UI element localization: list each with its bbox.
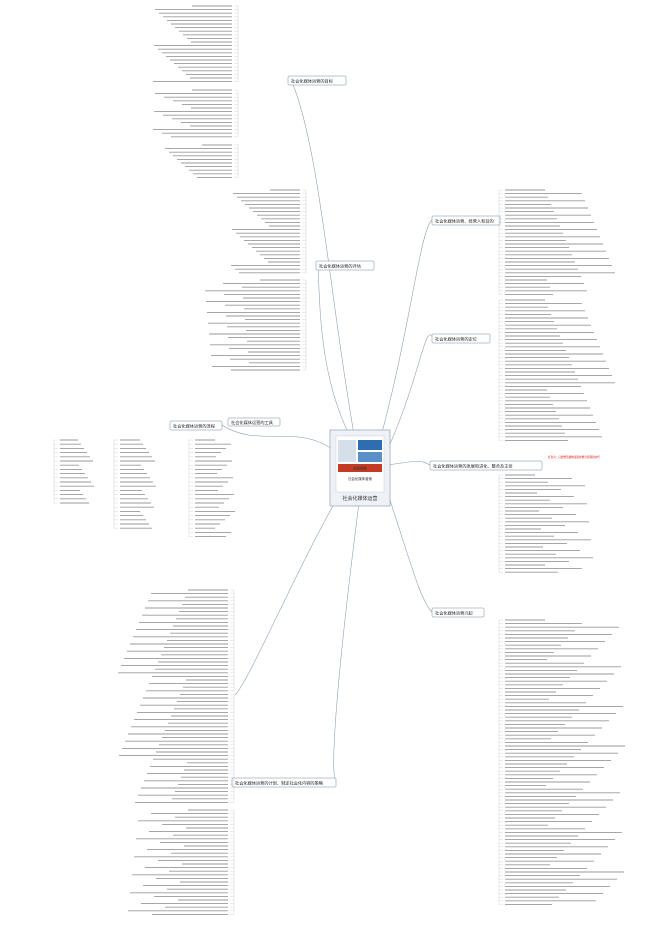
branch-tools: 社会化媒体运营的工具 [227, 417, 281, 427]
svg-text:社会化媒体运营、经营人和目的: 社会化媒体运营、经营人和目的 [435, 218, 494, 225]
branch-rise: 社会化媒体运营兴起 [431, 607, 485, 618]
svg-text:社会化媒体运营的评估: 社会化媒体运营的评估 [319, 263, 361, 270]
highlight-note: 红色为：只要经营媒体运营在整合营销新时代 [548, 455, 600, 459]
center-node: 全程揭秘 社会化媒体营销 社会化媒体运营 [329, 429, 391, 507]
book-subtitle: 社会化媒体营销 [348, 476, 372, 481]
main-connectors [221, 81, 434, 781]
branch-position: 社会化媒体运营的定位 [431, 333, 491, 344]
branch-evaluation: 社会化媒体运营的评估 [315, 260, 375, 271]
svg-text:社会化媒体运营的流程: 社会化媒体运营的流程 [173, 423, 216, 430]
branch-people: 社会化媒体运营、经营人和目的 [431, 215, 501, 226]
center-title: 社会化媒体运营 [342, 495, 377, 502]
svg-text:社会化媒体运营的发展和进化、整合及主张: 社会化媒体运营的发展和进化、整合及主张 [433, 463, 513, 470]
svg-text:社会化媒体运营的定位: 社会化媒体运营的定位 [435, 336, 477, 343]
svg-text:社会化媒体运营的计划、制定社会化内容的策略: 社会化媒体运营的计划、制定社会化内容的策略 [235, 780, 324, 787]
book-banner: 全程揭秘 [353, 466, 367, 471]
branch-plan: 社会化媒体运营的计划、制定社会化内容的策略 [231, 777, 337, 788]
branch-goal: 社会化媒体运营的目标 [287, 75, 347, 86]
svg-text:社会化媒体运营的工具: 社会化媒体运营的工具 [231, 419, 274, 426]
svg-text:社会化媒体运营兴起: 社会化媒体运营兴起 [435, 610, 474, 617]
detail-clusters [53, 5, 625, 915]
branch-flow: 社会化媒体运营的流程 [169, 420, 223, 431]
branch-development: 社会化媒体运营的发展和进化、整合及主张 [429, 460, 543, 471]
branch-nodes: 社会化媒体运营的目标 社会化媒体运营的评估 社会化媒体运营的流程 社会化媒体运营… [169, 75, 543, 788]
svg-text:社会化媒体运营的目标: 社会化媒体运营的目标 [291, 78, 333, 85]
